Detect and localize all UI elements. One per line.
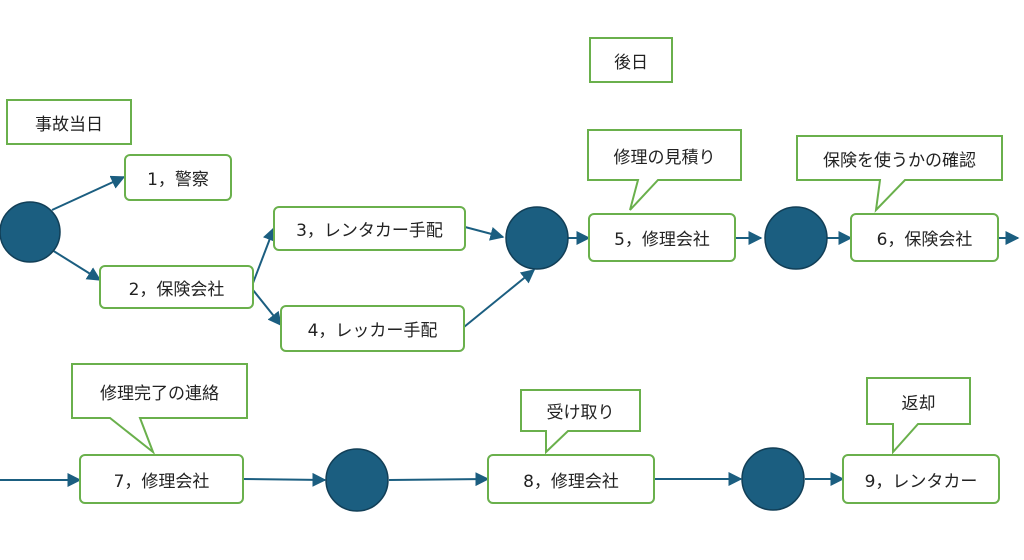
day-of-accident-label: 事故当日 [35,114,103,135]
label-boxes [6,37,673,145]
junction-node-2 [764,206,828,270]
step-box-5 [588,213,736,262]
callout-repair-complete: 修理完了の連絡 [100,383,219,404]
arrow-2-to-3 [252,226,277,284]
day-of-accident-box [6,99,132,145]
step-box-6 [850,213,999,262]
junction-node-3 [325,448,389,512]
step-box-1 [124,154,232,201]
callout-bubbles [71,129,1003,456]
step-8-repair-shop: 8，修理会社 [523,471,619,492]
callout-bubble-8 [520,389,641,455]
connectors [0,175,1020,487]
junction-node-4 [741,447,805,511]
step-6-insurance: 6，保険会社 [876,230,973,250]
step-box-9 [842,454,1000,504]
callout-pickup: 受け取り [546,403,615,423]
step-5-repair-shop: 5，修理会社 [614,230,710,250]
arrow-start-to-1 [51,175,126,211]
step-box-8 [487,454,655,504]
step-box-7 [79,454,244,504]
arrow-start-to-2 [51,249,102,281]
callout-bubble-6 [796,135,1003,213]
step-box-3 [273,206,466,251]
step-7-repair-shop: 7，修理会社 [113,471,210,492]
step-1-police: 1，警察 [147,170,209,190]
step-4-tow-truck: 4，レッカー手配 [307,321,438,341]
callout-return: 返却 [901,393,936,414]
callout-bubble-9 [866,377,971,455]
step-2-insurance: 2，保険会社 [128,279,225,300]
later-box [589,37,673,83]
arrow-node-to-8 [388,472,490,487]
junction-nodes [0,201,828,512]
callout-bubble-5 [587,129,742,211]
arrow-3-to-node [464,226,505,241]
arrow-2-to-4 [252,289,282,327]
arrow-7-to-node [242,472,327,487]
callout-estimate: 修理の見積り [613,147,716,168]
later-label: 後日 [614,52,648,73]
callout-insurance-check: 保険を使うかの確認 [823,150,976,171]
step-box-4 [280,305,465,352]
start-node [0,201,61,263]
junction-node-1 [505,206,569,270]
step-3-rental-car: 3，レンタカー手配 [296,221,443,241]
arrow-4-to-node [463,269,536,328]
step-9-rental-car: 9，レンタカー [864,471,978,492]
step-box-2 [99,265,254,309]
callout-bubble-7 [71,363,248,456]
step-boxes [79,154,1000,504]
